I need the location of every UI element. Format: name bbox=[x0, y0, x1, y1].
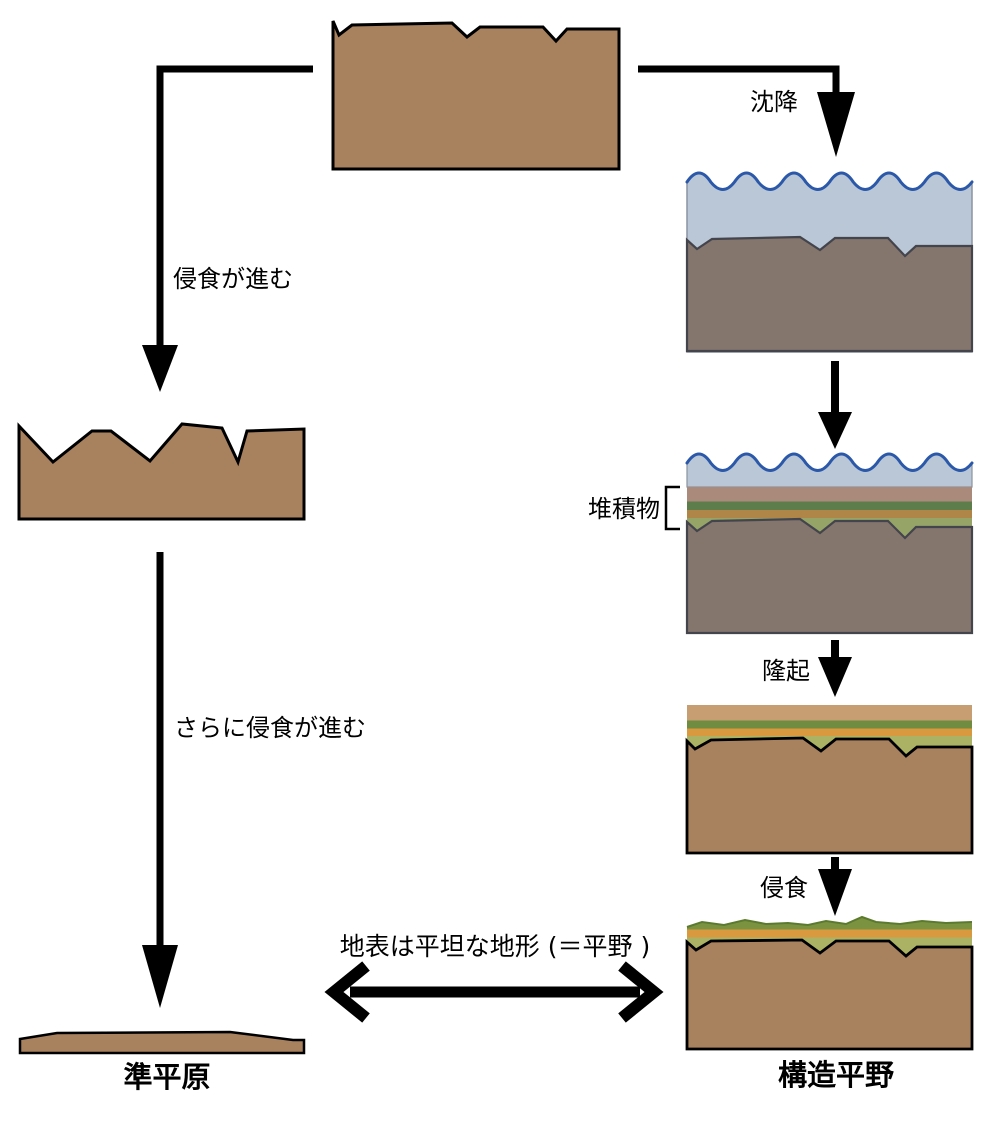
panel-structural-plain bbox=[685, 915, 974, 1051]
erosion2-arrow-head bbox=[818, 869, 852, 916]
uplifted-layer-tan bbox=[687, 705, 972, 721]
further-erosion-arrow-head bbox=[142, 945, 178, 1008]
equivalence-label: 地表は平坦な地形 (＝平野 ) bbox=[340, 932, 650, 961]
equivalence-arrow-right-head bbox=[618, 961, 664, 1023]
wave-line bbox=[685, 171, 974, 191]
subsidence-label: 沈降 bbox=[750, 88, 798, 116]
uplifted-layer-orange bbox=[687, 728, 972, 736]
plain-layer-orange bbox=[687, 929, 972, 938]
sediments-label: 堆積物 bbox=[588, 495, 660, 523]
subsidence-arrow-shaft bbox=[638, 65, 840, 95]
panel-submerged bbox=[685, 171, 974, 353]
subsidence-arrow-head bbox=[817, 92, 855, 157]
sediment-layer-orange bbox=[687, 510, 972, 518]
peneplain-label: 準平原 bbox=[123, 1060, 210, 1094]
submerged-landmass bbox=[685, 235, 974, 353]
uplifted-landmass bbox=[685, 736, 974, 855]
grass-layer bbox=[687, 917, 972, 930]
top-landmass bbox=[331, 20, 621, 171]
erosion2-label: 侵食 bbox=[760, 874, 808, 902]
equivalence-arrow-left-head bbox=[324, 961, 370, 1023]
uplift-arrow-head bbox=[818, 657, 852, 697]
eroded-landmass bbox=[17, 422, 306, 521]
wave-line-2 bbox=[685, 452, 974, 472]
further-erosion-label: さらに侵食が進む bbox=[174, 714, 366, 742]
panel-sediments bbox=[685, 452, 974, 635]
erosion-label: 侵食が進む bbox=[173, 265, 293, 293]
plain-landmass bbox=[685, 938, 974, 1051]
uplifted-layer-green bbox=[687, 720, 972, 729]
sediment-layer-salmon bbox=[687, 487, 972, 502]
uplift-label: 隆起 bbox=[762, 657, 810, 685]
erosion-arrow-head bbox=[142, 345, 178, 392]
erosion-arrow-shaft bbox=[156, 65, 313, 347]
deposition-arrow-head bbox=[818, 412, 852, 449]
grass-top-edge bbox=[686, 915, 973, 928]
sediment-layer-green bbox=[687, 501, 972, 510]
submerged-landmass-2 bbox=[685, 517, 974, 635]
sediments-bracket bbox=[664, 485, 680, 531]
panel-uplifted bbox=[685, 705, 974, 855]
structural-plain-label: 構造平野 bbox=[778, 1058, 894, 1092]
peneplain-shape bbox=[18, 1030, 306, 1055]
